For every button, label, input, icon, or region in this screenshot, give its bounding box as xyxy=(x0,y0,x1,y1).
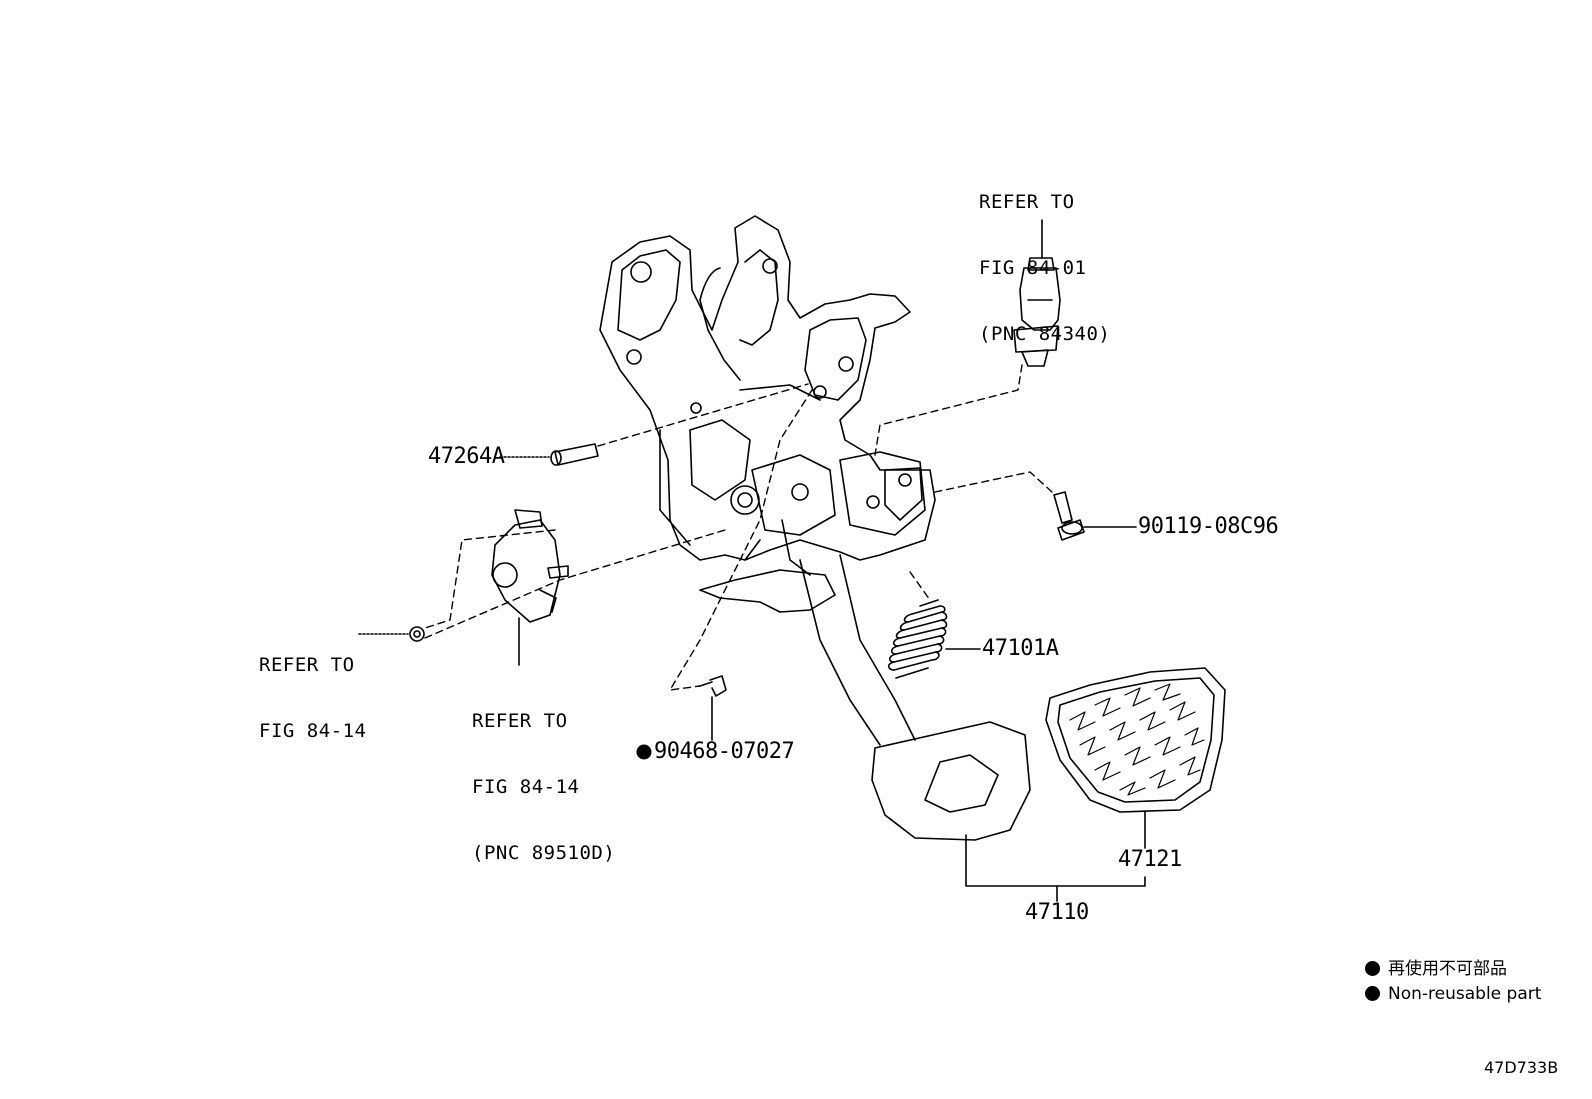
return-spring xyxy=(887,599,948,679)
legend-english: Non-reusable part xyxy=(1365,983,1541,1005)
stop-lamp-switch xyxy=(1013,257,1061,367)
pedal-pin xyxy=(550,443,599,466)
nut xyxy=(409,626,425,642)
part-number-pad: 47121 xyxy=(1118,847,1182,872)
pedal-arm xyxy=(699,554,1031,841)
refer-nut-label: REFER TO FIG 84-14 xyxy=(259,654,367,742)
assembly-lines xyxy=(424,364,1053,691)
legend-japanese: 再使用不可部品 xyxy=(1365,958,1507,980)
refer-switch-label: REFER TO FIG 84-01 (PNC 84340) xyxy=(979,191,1111,345)
pedal-pad-cover xyxy=(1045,667,1226,813)
legend-dot-icon xyxy=(1365,961,1380,976)
part-number-pedal-assy: 47110 xyxy=(1025,900,1089,925)
bolt xyxy=(1053,491,1085,541)
assembly-bracket-47110 xyxy=(965,811,1146,902)
legend-dot-icon xyxy=(1365,986,1380,1001)
part-number-pin: 47264A xyxy=(428,444,505,469)
part-number-bolt: 90119-08C96 xyxy=(1138,514,1279,539)
non-reusable-marker xyxy=(636,744,652,760)
pedal-bracket xyxy=(599,215,936,576)
clip xyxy=(699,675,727,697)
refer-sensor-label: REFER TO FIG 84-14 (PNC 89510D) xyxy=(472,710,616,864)
pedal-stroke-sensor xyxy=(491,509,569,623)
part-number-clip: 90468-07027 xyxy=(654,739,795,764)
figure-code: 47D733B xyxy=(1484,1058,1559,1077)
part-number-spring: 47101A xyxy=(982,636,1059,661)
